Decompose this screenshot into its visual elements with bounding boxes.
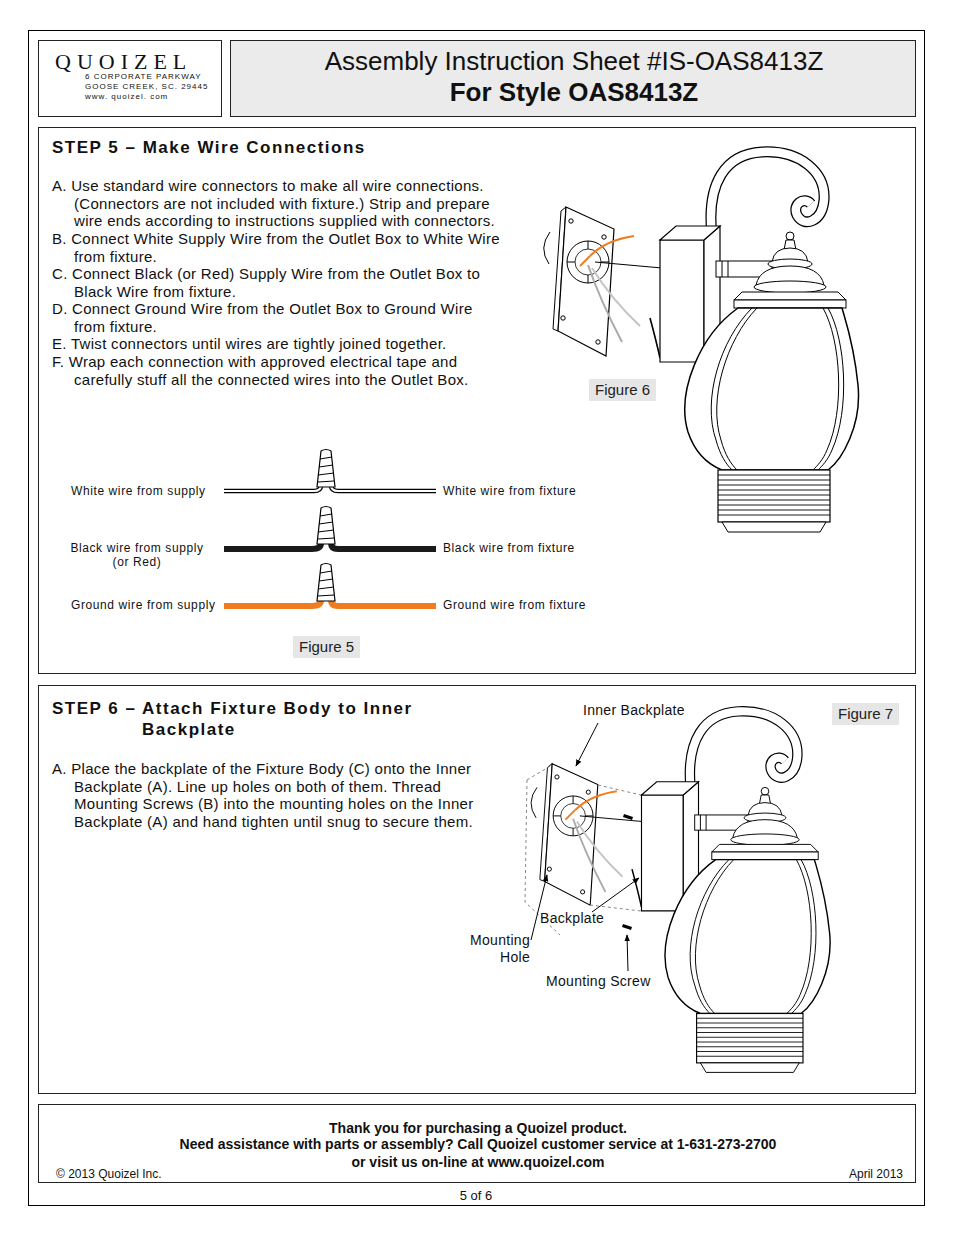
figure-label: Figure 7 [838, 705, 893, 723]
leader-arrow [627, 935, 628, 971]
step-panel: STEP 5 – Make Wire Connections A. Use sta… [38, 127, 916, 674]
part-label: Mounting Screw [546, 973, 651, 990]
instruction-item: A. Use standard wire connectors to make … [52, 177, 502, 230]
footer-note: or visit us on-line at www.quoizel.com [39, 1154, 917, 1171]
address-line: www. quoizel. com [85, 92, 168, 102]
wire-connector [317, 507, 335, 545]
footer-note: Need assistance with parts or assembly? … [39, 1136, 917, 1153]
style-title: For Style OAS8413Z [231, 77, 917, 107]
wire-label: Black wire from supply (or Red) [62, 541, 212, 569]
leader-arrow [531, 875, 547, 940]
brand-name: QUOIZEL [55, 49, 192, 75]
footer-note: Thank you for purchasing a Quoizel produ… [39, 1120, 917, 1137]
instruction-item: A. Place the backplate of the Fixture Bo… [52, 760, 502, 830]
wire-label: White wire from supply [71, 484, 206, 498]
part-label: Inner Backplate [583, 702, 685, 719]
page-frame [29, 31, 925, 1206]
step-heading: STEP 5 – Make Wire Connections [52, 137, 366, 158]
footer-note: April 2013 [701, 1167, 903, 1181]
footer-box: Thank you for purchasing a Quoizel produ… [38, 1104, 916, 1183]
leader-arrow [576, 723, 598, 766]
step-panel: STEP 6 – Attach Fixture Body to Inner Ba… [38, 685, 916, 1094]
wire-label: Ground wire from supply [71, 598, 216, 612]
fixture-figure-7 [531, 711, 830, 1072]
part-label: Backplate [540, 910, 604, 927]
mounting-screw [622, 924, 632, 930]
instruction-item: D. Connect Ground Wire from the Outlet B… [52, 300, 502, 335]
instruction-item: B. Connect White Supply Wire from the Ou… [52, 230, 502, 265]
address-line: 6 CORPORATE PARKWAY [85, 72, 202, 82]
leader-arrow [592, 878, 639, 912]
wire-label: Black wire from fixture [443, 541, 575, 555]
figure-tag: Figure 6 [589, 379, 656, 401]
footer-note: © 2013 Quoizel Inc. [56, 1167, 162, 1181]
page-number: 5 of 6 [376, 1188, 576, 1203]
alignment-guide [525, 765, 641, 935]
wire-label: White wire from fixture [443, 484, 576, 498]
figure-label: Figure 5 [299, 638, 354, 656]
alignment-guide [525, 765, 641, 935]
wire-connector [317, 450, 335, 488]
figure-label: Figure 6 [595, 381, 650, 399]
instruction-item: E. Twist connectors until wires are tigh… [52, 335, 502, 353]
figure-tag: Figure 5 [293, 636, 360, 658]
sheet-title: Assembly Instruction Sheet #IS-OAS8413Z [231, 46, 917, 76]
instruction-item: F. Wrap each connection with approved el… [52, 353, 502, 388]
fixture-figure-6 [544, 152, 859, 532]
wire-connector [317, 564, 335, 602]
part-label: Mounting Hole [455, 932, 530, 966]
instruction-item: C. Connect Black (or Red) Supply Wire fr… [52, 265, 502, 300]
logo-box: QUOIZEL6 CORPORATE PARKWAYGOOSE CREEK, S… [38, 40, 222, 117]
mounting-screw [622, 814, 633, 930]
figure-tag: Figure 7 [832, 703, 899, 725]
leader-arrow [531, 723, 639, 971]
mounting-screw [623, 814, 633, 820]
title-box: Assembly Instruction Sheet #IS-OAS8413ZF… [230, 40, 916, 117]
address-line: GOOSE CREEK, SC. 29445 [85, 82, 208, 92]
step-heading: STEP 6 – Attach Fixture Body to Inner Ba… [52, 698, 452, 740]
wire-label: Ground wire from fixture [443, 598, 586, 612]
